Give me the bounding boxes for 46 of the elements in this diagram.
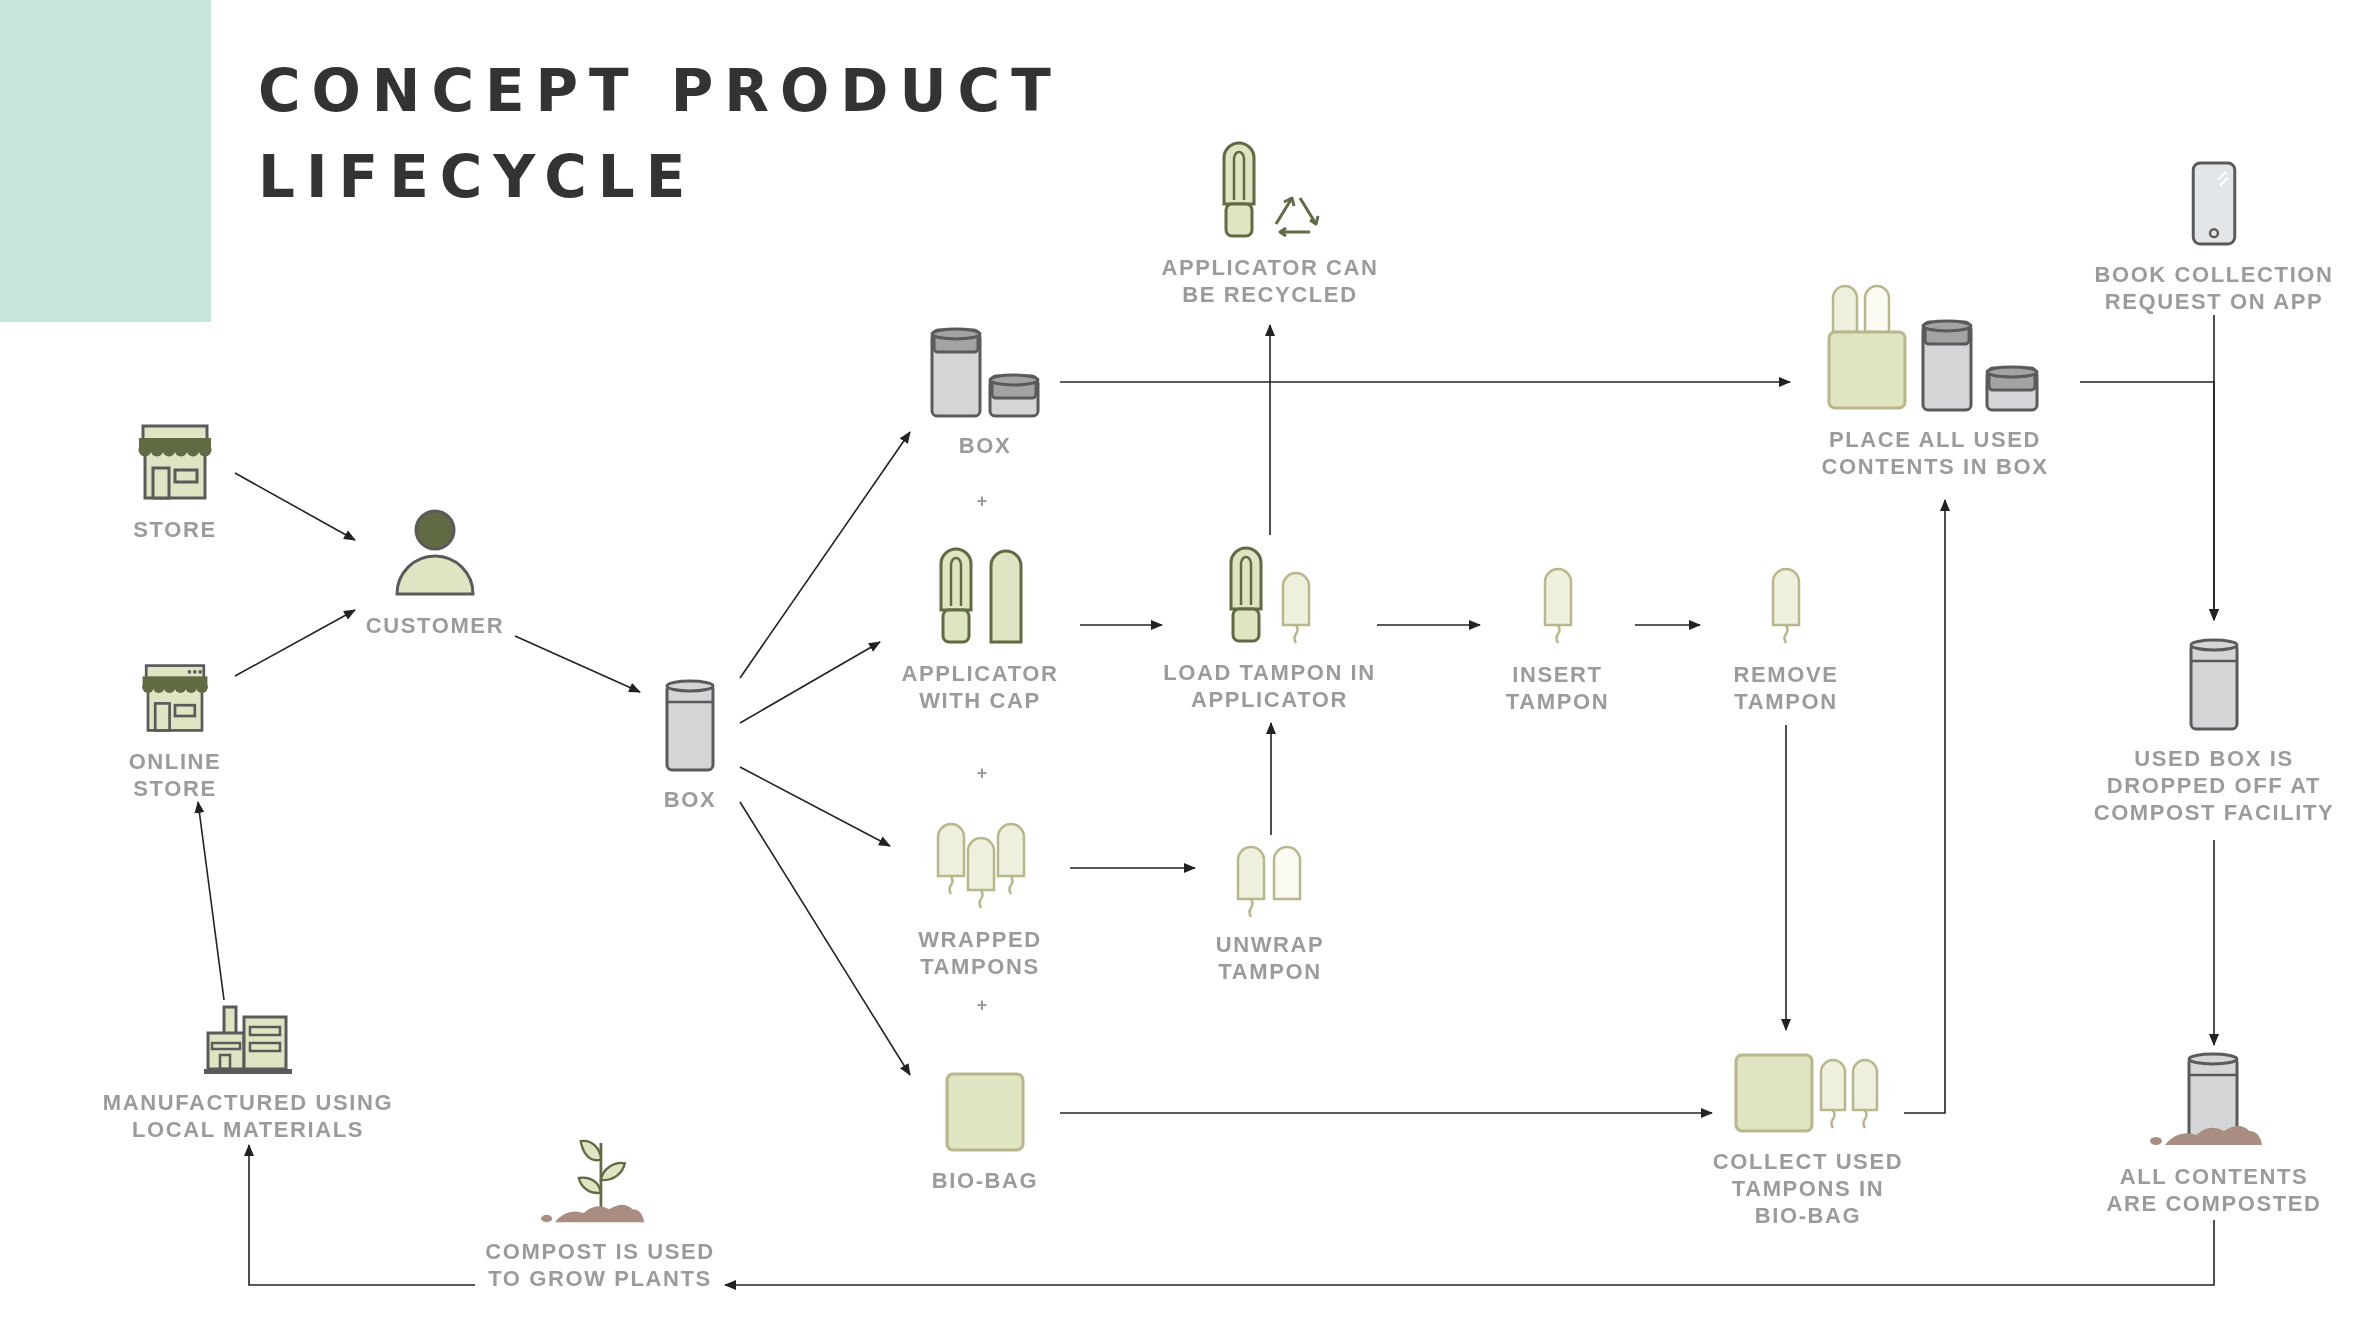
step-label: INSERT TAMPON xyxy=(1504,661,1611,715)
step-label: CUSTOMER xyxy=(365,612,505,639)
step-label: PLACE ALL USED CONTENTS IN BOX xyxy=(1820,426,2050,480)
step-label: USED BOX IS DROPPED OFF AT COMPOST FACILITY xyxy=(2092,744,2336,826)
arrow xyxy=(1059,1108,1713,1118)
step-label: ALL CONTENTS ARE COMPOSTED xyxy=(2105,1162,2323,1217)
step-label: STORE xyxy=(133,516,217,543)
arrow xyxy=(2079,381,2219,621)
step-label: BOX xyxy=(663,786,717,813)
arrow xyxy=(514,635,641,693)
arrow xyxy=(234,609,356,677)
title: CONCEPT PRODUCT LIFECYCLE xyxy=(258,56,1063,213)
arrow xyxy=(739,766,891,847)
arrow xyxy=(244,1144,476,1286)
arrow xyxy=(1634,620,1701,630)
arrow xyxy=(1781,724,1791,1031)
step-label: COLLECT USED TAMPONS IN BIO-BAG xyxy=(1712,1147,1904,1229)
step-label: REMOVE TAMPON xyxy=(1732,661,1840,715)
step-label: ONLINE STORE xyxy=(127,748,223,802)
plus-sign: + xyxy=(975,996,989,1014)
step-label: COMPOST IS USED TO GROW PLANTS xyxy=(484,1238,716,1292)
step-label: LOAD TAMPON IN APPLICATOR xyxy=(1162,659,1377,713)
arrow xyxy=(1059,377,1791,387)
arrow xyxy=(739,431,911,679)
step-label: APPLICATOR CAN BE RECYCLED xyxy=(1160,253,1380,308)
arrow xyxy=(739,641,881,724)
step-label: WRAPPED TAMPONS xyxy=(917,926,1043,980)
arrow xyxy=(1266,722,1276,836)
step-label: APPLICATOR WITH CAP xyxy=(900,660,1060,714)
arrow xyxy=(1069,863,1196,873)
plus-sign: + xyxy=(975,492,989,510)
step-label: MANUFACTURED USING LOCAL MATERIALS xyxy=(101,1088,395,1143)
arrow xyxy=(1903,499,1950,1114)
step-label: BIO-BAG xyxy=(931,1166,1039,1194)
arrow xyxy=(1376,620,1481,630)
plus-sign: + xyxy=(975,764,989,782)
step-label: BOX xyxy=(958,431,1012,459)
arrow xyxy=(739,801,911,1076)
arrow xyxy=(234,472,356,541)
step-label: UNWRAP TAMPON xyxy=(1214,931,1326,985)
arrow xyxy=(724,1219,2215,1290)
step-label: BOOK COLLECTION REQUEST ON APP xyxy=(2093,261,2335,315)
arrow xyxy=(194,801,225,1001)
arrow xyxy=(1079,620,1163,630)
arrow xyxy=(1265,324,1275,536)
arrow xyxy=(2209,839,2219,1046)
